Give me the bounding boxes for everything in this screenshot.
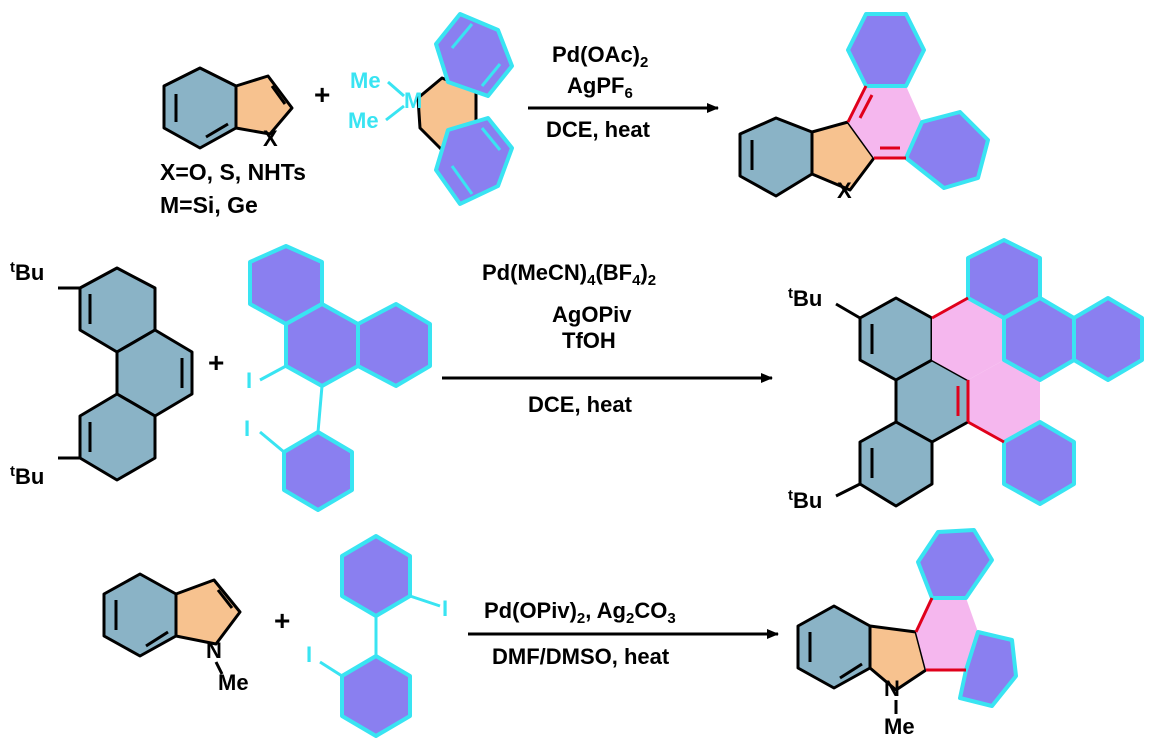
- extended-pah-product: tBu tBu: [788, 238, 1144, 513]
- plus-sign: +: [208, 347, 224, 378]
- additive-2-label: TfOH: [562, 328, 616, 353]
- benzofused-five-ring-substrate: X: [162, 66, 294, 151]
- reaction-1: X X=O, S, NHTs M=Si, Ge + Me Me M Pd(OAc…: [160, 12, 990, 218]
- aryl-ring-top: [340, 534, 412, 618]
- diiodo-aryl-reagent: I I: [244, 244, 432, 512]
- catalyst-label: Pd(MeCN)4(BF4)2: [482, 260, 656, 289]
- new-ring-top: [932, 298, 1004, 380]
- catalyst-label: Pd(OPiv)2, Ag2CO3: [484, 598, 676, 627]
- metal-m: M: [404, 88, 422, 113]
- aryl-ring-top: [846, 12, 926, 88]
- aryl-ring-right-2: [1072, 296, 1144, 382]
- tbu-bottom: tBu: [10, 463, 44, 489]
- benzene-ring-bottom: [858, 420, 934, 508]
- aryl-ring-top: [916, 528, 994, 600]
- di-tert-butylphenanthrene-substrate: tBu tBu: [10, 259, 194, 489]
- benzene-ring-bottom: [78, 392, 157, 482]
- heteroatom-x: X: [263, 126, 278, 151]
- iodo-1: I: [442, 596, 448, 621]
- dibenzometallole-reagent: Me Me M: [348, 12, 514, 206]
- methyl: Me: [218, 670, 249, 695]
- aryl-ring-right-1: [1002, 296, 1076, 382]
- reaction-2: tBu tBu + I I Pd(MeCN)4(BF4)2 AgOPiv TfO…: [10, 238, 1144, 513]
- plus-sign: +: [274, 605, 290, 636]
- heteroatom-x: X: [837, 178, 852, 203]
- oxidant-label: AgPF6: [567, 73, 633, 102]
- five-membered-ring: [174, 578, 242, 646]
- triphenylene-fused-product: X: [738, 12, 990, 203]
- catalyst-label: Pd(OAc)2: [552, 42, 648, 71]
- iodo-2: I: [306, 642, 312, 667]
- aryl-ring-right: [356, 302, 432, 388]
- aryl-ring-bottom: [1002, 420, 1076, 506]
- tbu-bottom: tBu: [788, 487, 822, 513]
- iodo-1: I: [246, 368, 252, 393]
- five-membered-ring: [868, 624, 928, 692]
- conditions-label: DCE, heat: [528, 392, 633, 417]
- aryl-ring-bottom: [434, 116, 514, 206]
- five-membered-ring: [234, 74, 294, 136]
- nitrogen: N: [884, 676, 900, 701]
- nitrogen: N: [206, 638, 222, 663]
- reaction-3: N Me + I I Pd(OPiv)2, Ag2CO3 DMF/DMSO, h…: [102, 528, 1018, 739]
- n-methylindole-substrate: N Me: [102, 572, 249, 695]
- aryl-ring-bottom: [340, 654, 412, 738]
- methyl-bottom: Me: [348, 108, 379, 133]
- conditions-label: DCE, heat: [546, 117, 651, 142]
- variable-definition-x: X=O, S, NHTs: [160, 159, 306, 185]
- aryl-ring-top: [434, 12, 514, 98]
- tbu-top: tBu: [10, 259, 44, 285]
- five-membered-ring: [810, 120, 876, 192]
- variable-definition-m: M=Si, Ge: [160, 192, 258, 218]
- new-ring: [916, 598, 978, 670]
- additive-1-label: AgOPiv: [552, 302, 632, 327]
- aryl-ring-middle: [284, 302, 360, 388]
- aryl-ring-bottom: [282, 430, 354, 512]
- tbu-top: tBu: [788, 285, 822, 311]
- conditions-label: DMF/DMSO, heat: [492, 644, 670, 669]
- methyl-top: Me: [350, 68, 381, 93]
- diiodobiphenyl-reagent: I I: [306, 534, 448, 738]
- new-ring-bottom: [968, 360, 1040, 442]
- plus-sign: +: [314, 79, 330, 110]
- methyl: Me: [884, 714, 915, 739]
- iodo-2: I: [244, 416, 250, 441]
- indolo-triphenylene-product: N Me: [796, 528, 1018, 739]
